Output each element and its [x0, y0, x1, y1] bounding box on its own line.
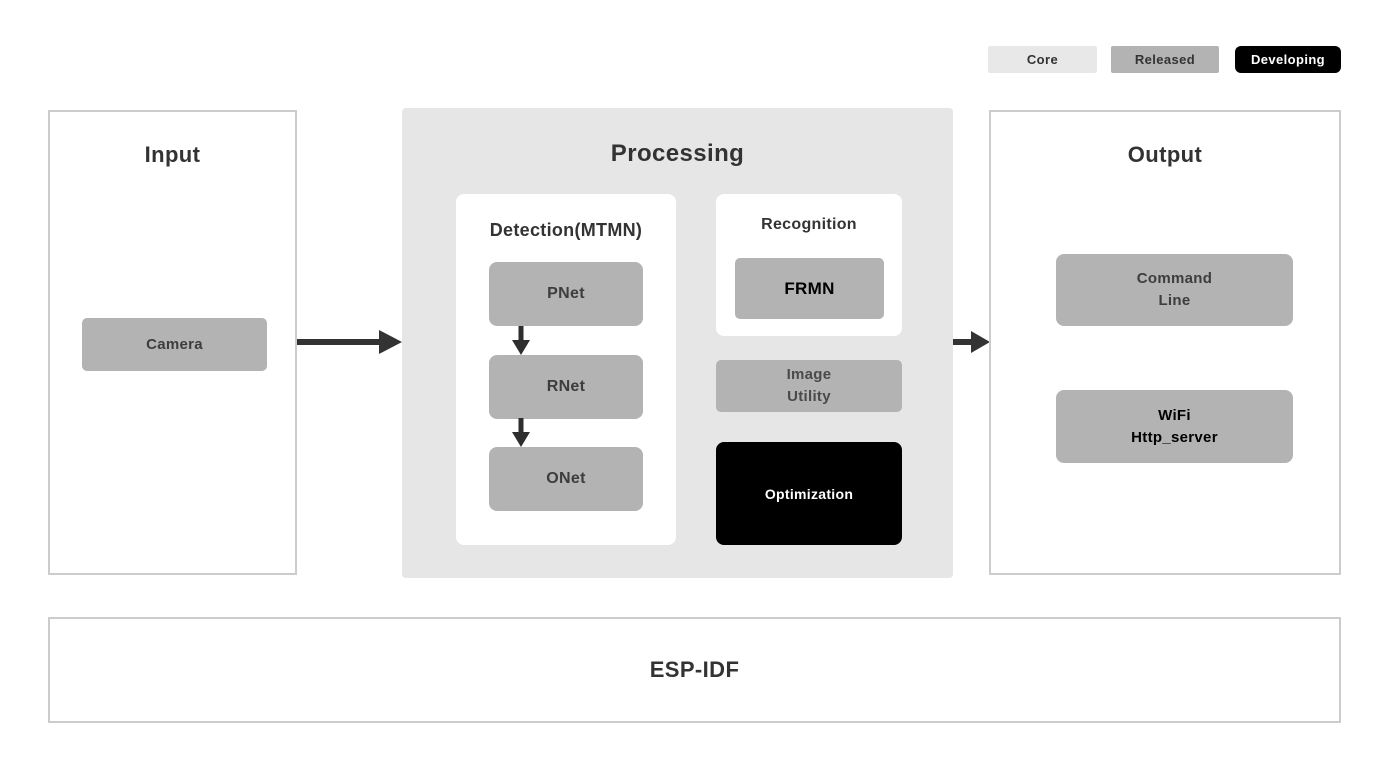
pnet-node: PNet — [489, 262, 643, 326]
image-utility-node: Image Utility — [716, 360, 902, 412]
command-line-node: Command Line — [1056, 254, 1293, 326]
output-panel-title: Output — [1127, 142, 1203, 167]
wifi-http-server-node: WiFi Http_server — [1056, 390, 1293, 463]
rnet-node: RNet — [489, 355, 643, 419]
arrow-rnet-to-onet — [512, 418, 530, 447]
legend-chip-released: Released — [1111, 46, 1219, 73]
recognition-subpanel: Recognition FRMN — [716, 194, 902, 336]
esp-idf-panel: ESP-IDF — [48, 617, 1341, 723]
detection-subpanel: Detection(MTMN) PNet RNet ONet — [456, 194, 676, 545]
processing-panel-title: Processing — [610, 140, 745, 167]
processing-panel: Processing Detection(MTMN) PNet RNet ONe… — [402, 108, 953, 578]
arrow-pnet-to-rnet — [512, 326, 530, 355]
legend-chip-developing: Developing — [1235, 46, 1341, 73]
detection-title: Detection(MTMN) — [489, 220, 643, 240]
input-panel: Input Camera — [48, 110, 297, 575]
output-panel: Output Command Line WiFi Http_server — [989, 110, 1341, 575]
camera-node: Camera — [82, 318, 267, 371]
esp-idf-label: ESP-IDF — [649, 657, 740, 682]
input-panel-title: Input — [144, 142, 201, 167]
arrow-input-to-processing — [297, 330, 402, 354]
optimization-node: Optimization — [716, 442, 902, 545]
legend-chip-core: Core — [988, 46, 1097, 73]
frmn-node: FRMN — [735, 258, 884, 319]
onet-node: ONet — [489, 447, 643, 511]
recognition-title: Recognition — [761, 216, 857, 233]
arrow-processing-to-output — [953, 331, 990, 353]
